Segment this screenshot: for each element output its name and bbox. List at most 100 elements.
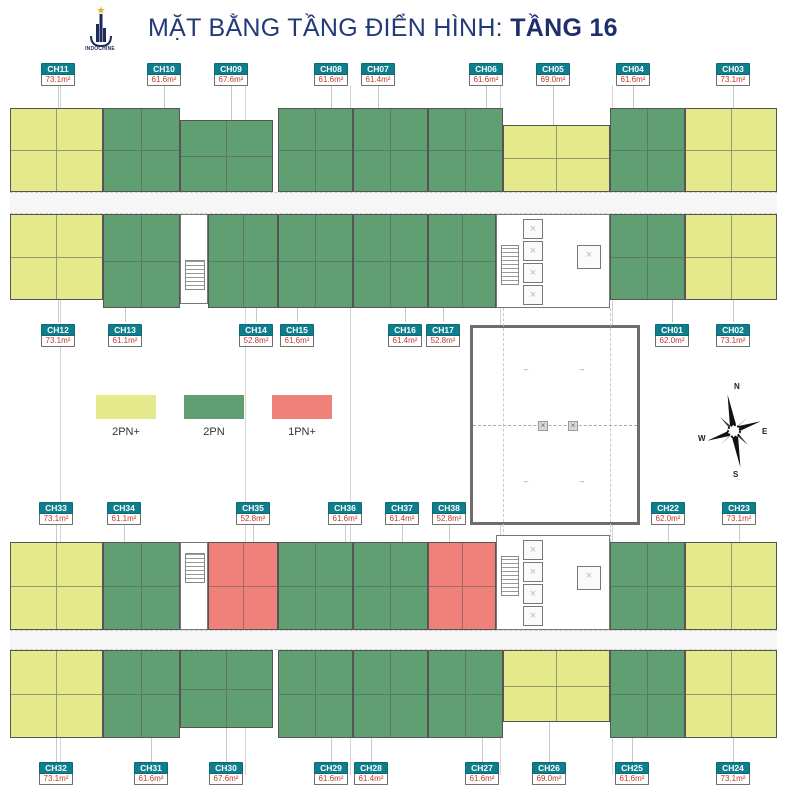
- unit-code: CH16: [388, 324, 422, 336]
- unit-ch06[interactable]: [428, 108, 503, 192]
- unit-ch02[interactable]: [685, 214, 777, 300]
- grid-line: [350, 85, 351, 775]
- unit-ch10[interactable]: [103, 108, 180, 192]
- unit-code: CH13: [108, 324, 142, 336]
- unit-area: 52.8m²: [236, 514, 270, 525]
- unit-code: CH23: [722, 502, 756, 514]
- unit-ch34[interactable]: [103, 542, 180, 630]
- unit-ch25[interactable]: [610, 650, 685, 738]
- unit-ch03[interactable]: [685, 108, 777, 192]
- arrow-right-icon: →: [578, 478, 585, 485]
- unit-area: 61.4m²: [361, 75, 395, 86]
- unit-ch33[interactable]: [10, 542, 103, 630]
- unit-ch37[interactable]: [353, 542, 428, 630]
- unit-ch01[interactable]: [610, 214, 685, 300]
- unit-ch08[interactable]: [278, 108, 353, 192]
- lift: [523, 241, 543, 261]
- unit-code: CH38: [432, 502, 466, 514]
- unit-ch27[interactable]: [428, 650, 503, 738]
- unit-ch04[interactable]: [610, 108, 685, 192]
- leader-line: [405, 308, 406, 322]
- unit-area: 69.0m²: [536, 75, 570, 86]
- unit-ch32[interactable]: [10, 650, 103, 738]
- unit-area: 61.6m²: [314, 75, 348, 86]
- leader-line: [58, 84, 59, 108]
- compass-rose: N E W S: [698, 380, 778, 480]
- unit-ch15[interactable]: [278, 214, 353, 308]
- unit-code: CH28: [354, 762, 388, 774]
- unit-code: CH37: [385, 502, 419, 514]
- unit-ch22[interactable]: [610, 542, 685, 630]
- leader-line: [297, 308, 298, 322]
- unit-code: CH35: [236, 502, 270, 514]
- unit-ch14[interactable]: [208, 214, 278, 308]
- corridor-top: [10, 192, 777, 214]
- unit-code: CH05: [536, 63, 570, 75]
- unit-ch13[interactable]: [103, 214, 180, 308]
- unit-ch11[interactable]: [10, 108, 103, 192]
- unit-ch23[interactable]: [685, 542, 777, 630]
- lift: [523, 584, 543, 604]
- unit-code: CH04: [616, 63, 650, 75]
- compass-north: N: [734, 382, 740, 391]
- unit-area: 61.6m²: [280, 336, 314, 347]
- arrow-left-icon: ←: [523, 478, 530, 485]
- unit-ch05[interactable]: [503, 125, 610, 192]
- leader-line: [443, 308, 444, 322]
- grid-line: [60, 85, 61, 775]
- unit-ch09[interactable]: [180, 120, 273, 192]
- unit-ch12[interactable]: [10, 214, 103, 300]
- unit-ch24[interactable]: [685, 650, 777, 738]
- unit-ch07[interactable]: [353, 108, 428, 192]
- unit-ch31[interactable]: [103, 650, 180, 738]
- unit-ch26[interactable]: [503, 650, 610, 722]
- unit-ch35[interactable]: [208, 542, 278, 630]
- unit-ch29[interactable]: [278, 650, 353, 738]
- unit-code: CH32: [39, 762, 73, 774]
- leader-line: [256, 308, 257, 322]
- unit-ch30[interactable]: [180, 650, 273, 728]
- unit-ch16[interactable]: [353, 214, 428, 308]
- unit-ch36[interactable]: [278, 542, 353, 630]
- unit-ch38[interactable]: [428, 542, 496, 630]
- arrow-left-icon: ←: [523, 366, 530, 373]
- unit-code: CH24: [716, 762, 750, 774]
- leader-line: [331, 84, 332, 108]
- unit-ch17[interactable]: [428, 214, 496, 308]
- unit-ch28[interactable]: [353, 650, 428, 738]
